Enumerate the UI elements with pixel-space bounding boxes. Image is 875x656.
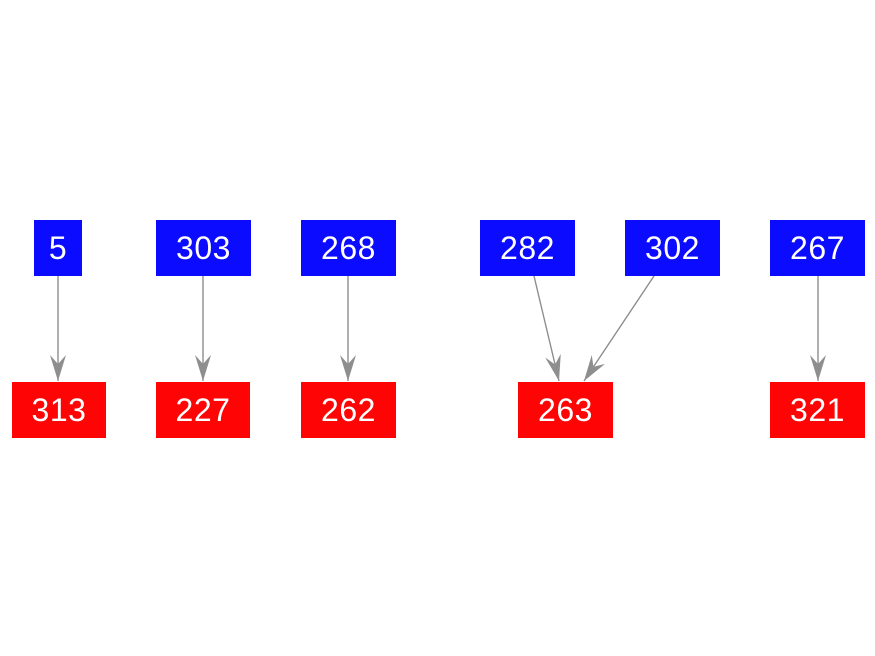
node-label: 267 <box>790 230 845 266</box>
node-target-227: 227 <box>156 382 250 438</box>
node-label: 282 <box>500 230 555 266</box>
node-source-303: 303 <box>156 220 251 276</box>
node-source-5: 5 <box>34 220 82 276</box>
node-label: 5 <box>48 230 68 266</box>
node-label: 321 <box>790 392 845 428</box>
edge-302-263 <box>583 275 655 382</box>
node-source-302: 302 <box>625 220 720 276</box>
edge-282-263 <box>533 275 561 382</box>
node-label: 268 <box>321 230 376 266</box>
node-target-263: 263 <box>518 382 613 438</box>
edges-group <box>50 275 826 382</box>
node-label: 313 <box>31 392 87 428</box>
node-target-321: 321 <box>770 382 865 438</box>
node-label: 302 <box>645 230 700 266</box>
node-source-268: 268 <box>301 220 396 276</box>
node-target-313: 313 <box>12 382 106 438</box>
node-target-262: 262 <box>301 382 396 438</box>
node-label: 262 <box>321 392 376 428</box>
node-label: 263 <box>538 392 593 428</box>
node-source-282: 282 <box>480 220 575 276</box>
node-source-267: 267 <box>770 220 865 276</box>
node-label: 303 <box>176 230 231 266</box>
node-label: 227 <box>175 392 231 428</box>
